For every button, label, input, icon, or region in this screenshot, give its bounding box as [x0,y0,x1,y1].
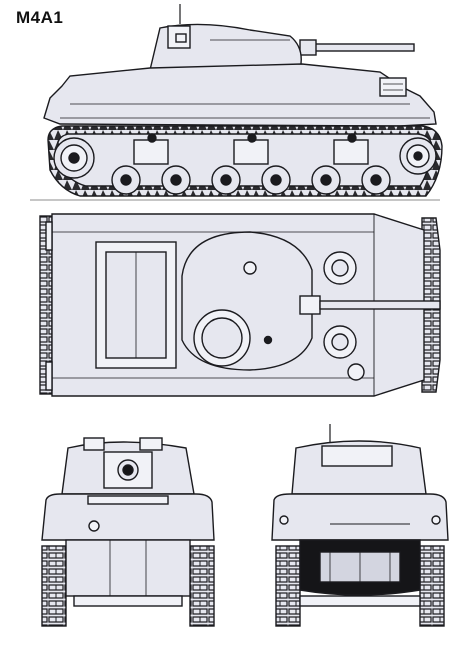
bogie-1 [111,139,191,195]
gun-barrel-top [319,300,441,310]
rear-track-right [419,545,445,627]
rear-view [271,424,449,627]
gun-barrel [311,43,415,52]
gun-mantlet [299,39,317,56]
bogie-2 [211,139,291,195]
rear-upper-hull [271,493,449,541]
front-glacis [41,493,215,541]
mantlet-top [299,295,321,315]
front-lower-hull [65,539,191,597]
side-view [30,4,443,201]
front-track-left [41,545,67,627]
bogie-3 [311,139,391,195]
front-view [41,437,215,627]
drawing-title: M4A1 [16,8,64,27]
rear-track-left [275,545,301,627]
front-track-right [189,545,215,627]
top-view [39,213,441,397]
upper-hull [43,63,437,127]
